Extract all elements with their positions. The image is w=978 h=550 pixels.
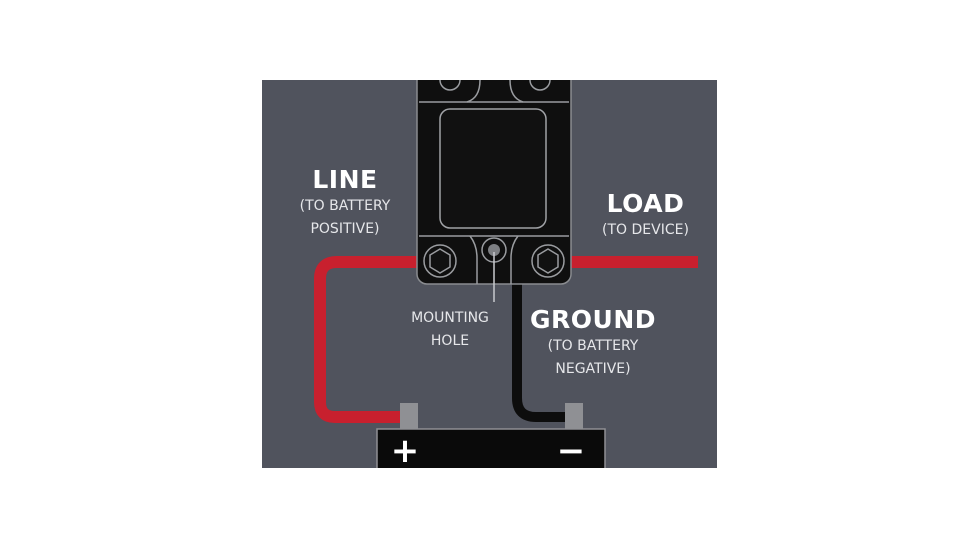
ground-label: GROUND (TO BATTERY NEGATIVE) bbox=[520, 305, 666, 381]
mounting-hole-label: MOUNTING HOLE bbox=[395, 307, 505, 353]
mounting-hole-line1: MOUNTING bbox=[411, 310, 489, 326]
circuit-breaker-device bbox=[416, 80, 572, 285]
ground-wire bbox=[512, 280, 568, 422]
line-sub2: POSITIVE) bbox=[310, 220, 380, 237]
line-sub1: (TO BATTERY bbox=[299, 197, 391, 214]
ground-title: GROUND bbox=[530, 305, 656, 334]
wiring-diagram-graphic bbox=[314, 80, 698, 468]
battery bbox=[376, 403, 606, 468]
negative-terminal bbox=[565, 403, 583, 431]
load-label: LOAD (TO DEVICE) bbox=[588, 189, 703, 242]
wiring-diagram-panel: LINE (TO BATTERY POSITIVE) LOAD (TO DEVI… bbox=[262, 80, 717, 468]
ground-sub2: NEGATIVE) bbox=[555, 360, 631, 377]
mounting-hole-line2: HOLE bbox=[430, 333, 470, 349]
load-sub1: (TO DEVICE) bbox=[602, 221, 689, 238]
battery-positive-symbol: + bbox=[390, 431, 420, 468]
line-title: LINE bbox=[312, 165, 378, 194]
positive-terminal bbox=[400, 403, 418, 431]
line-wire bbox=[314, 256, 434, 423]
line-label: LINE (TO BATTERY POSITIVE) bbox=[280, 165, 410, 241]
load-title: LOAD bbox=[606, 189, 685, 218]
battery-negative-symbol: − bbox=[556, 431, 586, 468]
ground-sub1: (TO BATTERY bbox=[547, 337, 639, 354]
